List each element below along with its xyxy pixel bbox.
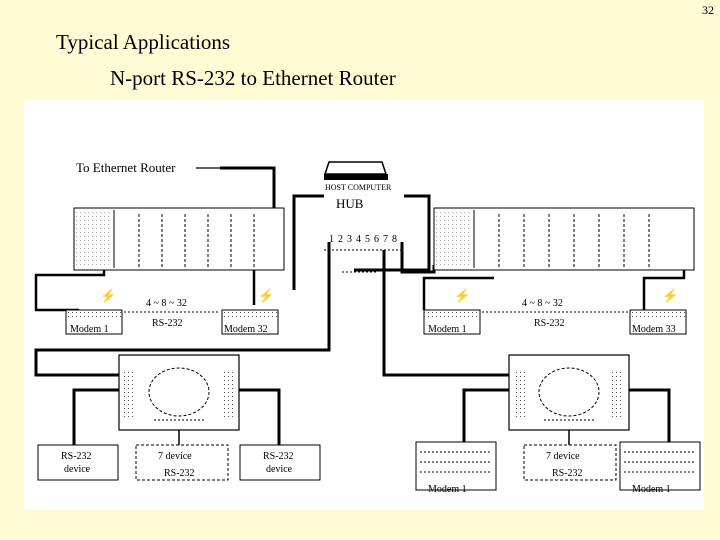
lightning-icon: ⚡ (454, 288, 470, 304)
host-computer: HOST COMPUTER (323, 161, 392, 192)
hub-cable-right-lower (382, 250, 494, 377)
rs232-converter-left (118, 354, 240, 431)
host-cable-right (354, 194, 431, 272)
lightning-icon: ⚡ (258, 288, 274, 304)
modem-right-first: Modem 1 (423, 309, 481, 335)
hub-port-5: 5 (365, 234, 370, 245)
left-range-label: 4 ~ 8 ~ 32 (146, 298, 187, 309)
modem-rack-bottom-left: Modem 1 (415, 441, 497, 495)
modem-bottom-left-label: Modem 1 (428, 484, 467, 495)
modem-right-last-label: Modem 33 (632, 324, 676, 335)
rs232-device-right: RS-232 device (239, 444, 321, 481)
hub-port-1: 1 (329, 234, 334, 245)
left-bus-label: RS-232 (152, 318, 183, 329)
modem-left-last-label: Modem 32 (224, 324, 268, 335)
rs232-device-mid-right: 7 device RS-232 (523, 444, 617, 481)
lightning-icon: ⚡ (100, 288, 116, 304)
router-rack-right (433, 207, 695, 271)
hub-port-3: 3 (347, 234, 352, 245)
device-left-line2: device (64, 464, 91, 475)
slide-subtitle: N-port RS-232 to Ethernet Router (110, 66, 396, 90)
modem-right-first-label: Modem 1 (428, 324, 467, 335)
hub-label: HUB (336, 196, 364, 211)
router-rack-left (73, 207, 285, 271)
modem-bottom-right-label: Modem 1 (632, 484, 671, 495)
modem-left-first: Modem 1 (65, 309, 123, 335)
page-number: 32 (702, 3, 714, 17)
device-right-line1: RS-232 (263, 451, 294, 462)
network-diagram: To Ethernet Router HOST COMPUTER HUB 1 2… (24, 100, 704, 510)
device-right-line2: device (266, 464, 293, 475)
hub-port-4: 4 (356, 234, 361, 245)
to-router-label: To Ethernet Router (76, 160, 176, 175)
right-bus-label: RS-232 (534, 318, 565, 329)
modem-left-last: Modem 32 (221, 309, 279, 335)
right-range-label: 4 ~ 8 ~ 32 (522, 298, 563, 309)
device-mid-right-line1: 7 device (546, 451, 580, 462)
rs232-device-left: RS-232 device (37, 444, 119, 481)
device-left-line1: RS-232 (61, 451, 92, 462)
slide-title: Typical Applications (56, 30, 231, 54)
modem-left-first-label: Modem 1 (70, 324, 109, 335)
modem-rack-bottom-right: Modem 1 (619, 441, 701, 495)
device-mid-left-line2: RS-232 (164, 468, 195, 479)
rs232-converter-right (508, 354, 630, 431)
device-mid-left-line1: 7 device (158, 451, 192, 462)
host-computer-label: HOST COMPUTER (325, 183, 392, 192)
hub-port-2: 2 (338, 234, 343, 245)
lightning-icon: ⚡ (662, 288, 678, 304)
hub-port-6: 6 (374, 234, 379, 245)
hub-port-strip: 1 2 3 4 5 6 7 8 (324, 234, 404, 273)
modem-right-last: Modem 33 (629, 309, 687, 335)
hub-port-8: 8 (392, 234, 397, 245)
rs232-device-mid-left: 7 device RS-232 (135, 444, 229, 481)
hub-port-7: 7 (383, 234, 388, 245)
device-mid-right-line2: RS-232 (552, 468, 583, 479)
host-cable-left (292, 194, 324, 290)
